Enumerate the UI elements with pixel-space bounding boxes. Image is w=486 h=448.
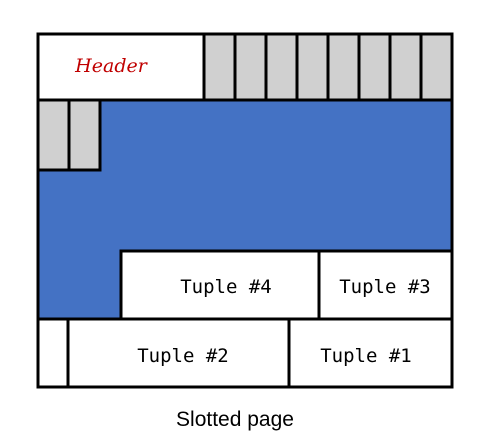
page-header-label: Header — [74, 55, 149, 77]
slot-array-entry — [295, 32, 330, 102]
slot-array-entry — [67, 98, 102, 172]
page-header-block — [36, 32, 206, 102]
slot-array-entry — [357, 32, 392, 102]
tuple-1-label: Tuple #1 — [320, 345, 412, 367]
slot-array-entry — [264, 32, 299, 102]
slot-array-entry — [233, 32, 268, 102]
tuple-1-block — [287, 317, 454, 389]
tuple-3-block — [317, 249, 454, 321]
slot-array-entry — [388, 32, 423, 102]
slot-array-entry — [326, 32, 361, 102]
unused-space-block — [36, 317, 70, 389]
diagram-caption: Slotted page — [176, 408, 294, 431]
slot-array-entry — [202, 32, 237, 102]
tuple-3-label: Tuple #3 — [339, 276, 431, 298]
tuple-2-label: Tuple #2 — [137, 345, 229, 367]
slot-array-entry — [36, 98, 71, 172]
tuple-4-label: Tuple #4 — [180, 276, 272, 298]
tuple-2-block — [66, 317, 291, 389]
slot-array-entry — [419, 32, 454, 102]
